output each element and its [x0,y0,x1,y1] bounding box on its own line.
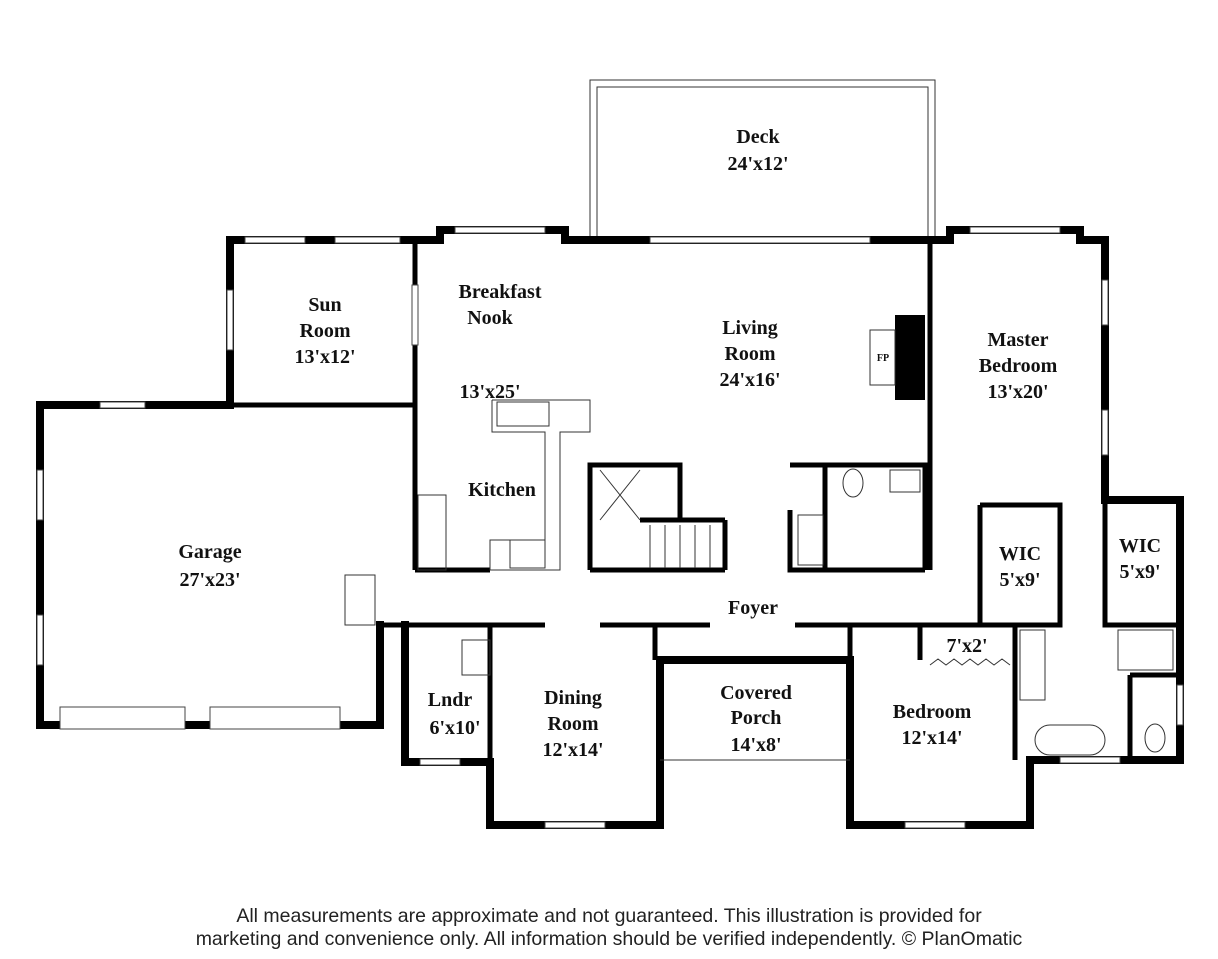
master-bedroom-label: Master [987,329,1048,351]
bedroom-size: 12'x14' [901,727,962,749]
master-bedroom-label-2: Bedroom [979,355,1058,377]
covered-porch-size: 14'x8' [730,734,781,756]
wic-label: WIC [999,543,1041,565]
windows [36,226,1184,829]
fixtures [344,315,1174,756]
wic-size: 5'x9' [999,569,1040,591]
deck-label: Deck [736,126,780,148]
garage-label: Garage [178,541,241,563]
breakfast-nook-size: 13'x25' [459,381,520,403]
toilet [842,468,864,498]
laundry-sink [461,639,491,676]
master-bedroom-size: 13'x20' [987,381,1048,403]
garage-steps [344,574,376,626]
dining-room-label: Dining [544,687,602,709]
kitchen-label: Kitchen [468,479,536,501]
fireplace-label: FP [877,353,889,364]
deck-size: 24'x12' [727,153,788,175]
living-room-size: 24'x16' [719,369,780,391]
living-room-label: Living [722,317,778,339]
fireplace [895,315,925,400]
floor-plan-drawing: Deck 24'x12' Sun Room 13'x12' Breakfast … [36,79,1184,829]
sun-room-size: 13'x12' [294,346,355,368]
breakfast-nook-label-2: Nook [467,307,513,329]
foyer-label: Foyer [728,597,778,619]
covered-porch-label: Covered [720,682,792,704]
breakfast-nook-label: Breakfast [459,281,542,303]
shower [1117,629,1174,671]
wic-label: WIC [1119,535,1161,557]
interior-walls [230,240,1180,762]
living-room-label-2: Room [724,343,775,365]
sun-room-label: Sun [308,294,341,316]
toilet [1144,723,1166,753]
bathtub [1034,724,1106,756]
disclaimer: All measurements are approximate and not… [0,905,1218,951]
exterior-walls [36,226,1184,829]
double-vanity [1019,629,1046,701]
closet-size: 7'x2' [946,635,987,657]
kitchen-sink [496,401,550,427]
sun-room-label-2: Room [299,320,350,342]
laundry-label: Lndr [428,689,473,711]
stove [509,539,546,569]
disclaimer-line-2: marketing and convenience only. All info… [195,928,1023,950]
garage-size: 27'x23' [179,569,240,591]
dining-room-size: 12'x14' [542,739,603,761]
disclaimer-line-1: All measurements are approximate and not… [236,905,982,927]
bedroom-label: Bedroom [893,701,972,723]
laundry-size: 6'x10' [429,717,480,739]
wic-size: 5'x9' [1119,561,1160,583]
dining-room-label-2: Room [547,713,598,735]
covered-porch-label-2: Porch [731,707,782,729]
